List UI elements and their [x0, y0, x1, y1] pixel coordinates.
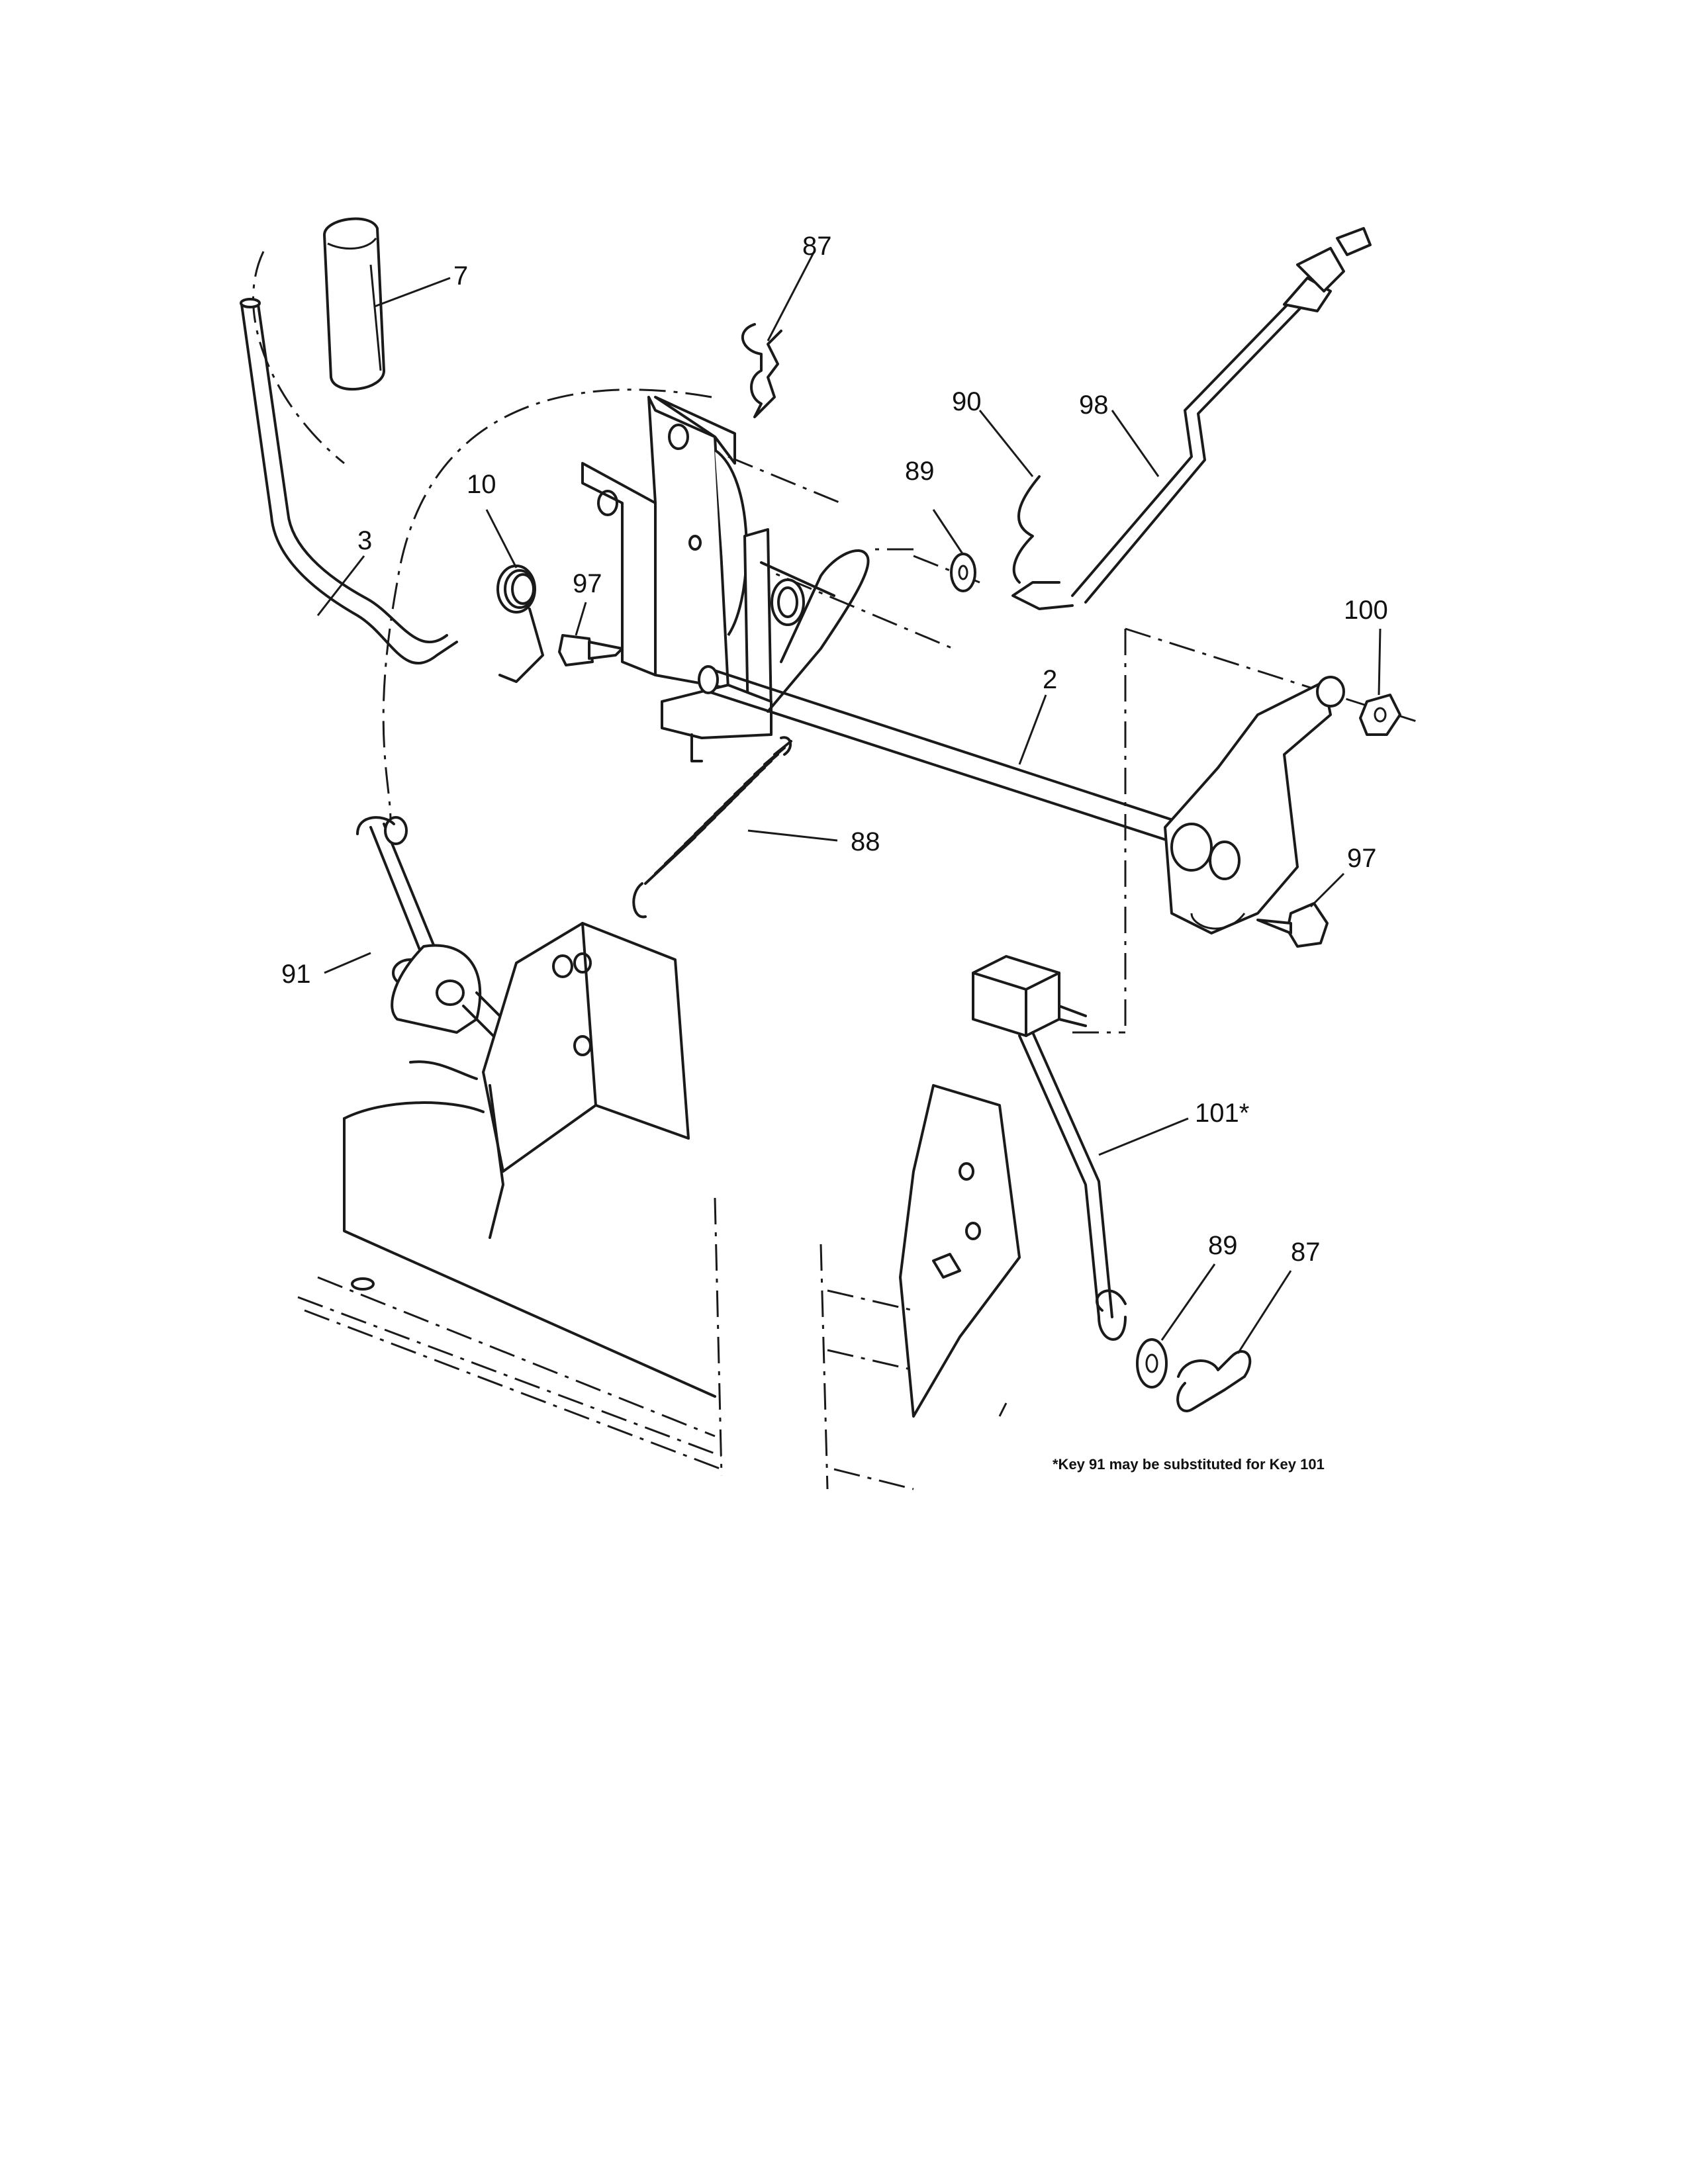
mounting-bracket: [581, 396, 748, 690]
bolt-97-left: [558, 634, 624, 666]
callout-10: 10: [467, 470, 496, 499]
torsion-spring-10: [496, 565, 544, 683]
callout-100: 100: [1344, 596, 1388, 625]
callout-97-left: 97: [573, 569, 602, 598]
adjustment-rod-98: [1011, 227, 1372, 610]
callout-88: 88: [851, 827, 880, 856]
washer-89-bottom: [1136, 1338, 1168, 1388]
callout-98: 98: [1079, 390, 1109, 420]
callout-87-bottom: 87: [1291, 1238, 1321, 1267]
washer-89-top: [950, 553, 976, 592]
bolt-97-right: [1256, 902, 1329, 948]
hairpin-clip-90: [1012, 475, 1041, 584]
callout-labels: 7 87 90 98 89 10 3 97 100 2 88 97 91 101…: [281, 232, 1388, 1267]
callout-89-bottom: 89: [1208, 1231, 1238, 1260]
handle-grip-7: [323, 217, 385, 391]
callout-7: 7: [453, 261, 468, 291]
link-101: [972, 955, 1127, 1341]
callout-90: 90: [952, 387, 982, 416]
callout-3: 3: [357, 526, 372, 555]
right-lift-arm: [1164, 676, 1345, 934]
deck-bracket-right: [899, 1084, 1021, 1418]
hairpin-clip-87-bottom: [1176, 1350, 1252, 1412]
deck-housing-left: [297, 1101, 723, 1477]
callout-91: 91: [281, 960, 311, 989]
leader-lines: [316, 251, 1382, 1354]
substitution-note: *Key 91 may be substituted for Key 101: [1053, 1456, 1325, 1473]
callout-89-top: 89: [905, 457, 935, 486]
lift-handle-3: [240, 298, 458, 665]
callout-101: 101*: [1195, 1099, 1249, 1128]
deck-bracket-left: [482, 922, 690, 1239]
callout-2: 2: [1043, 665, 1057, 694]
callout-87-top: 87: [802, 232, 832, 261]
hairpin-clip-87-top: [741, 323, 782, 418]
extension-spring-88: [632, 736, 792, 919]
nut-100: [1359, 694, 1401, 736]
lift-shaft-2: [698, 549, 1186, 845]
pivot-bracket: [661, 528, 835, 762]
callout-97-right: 97: [1347, 844, 1377, 873]
deck-housing-right: [820, 1244, 1008, 1490]
